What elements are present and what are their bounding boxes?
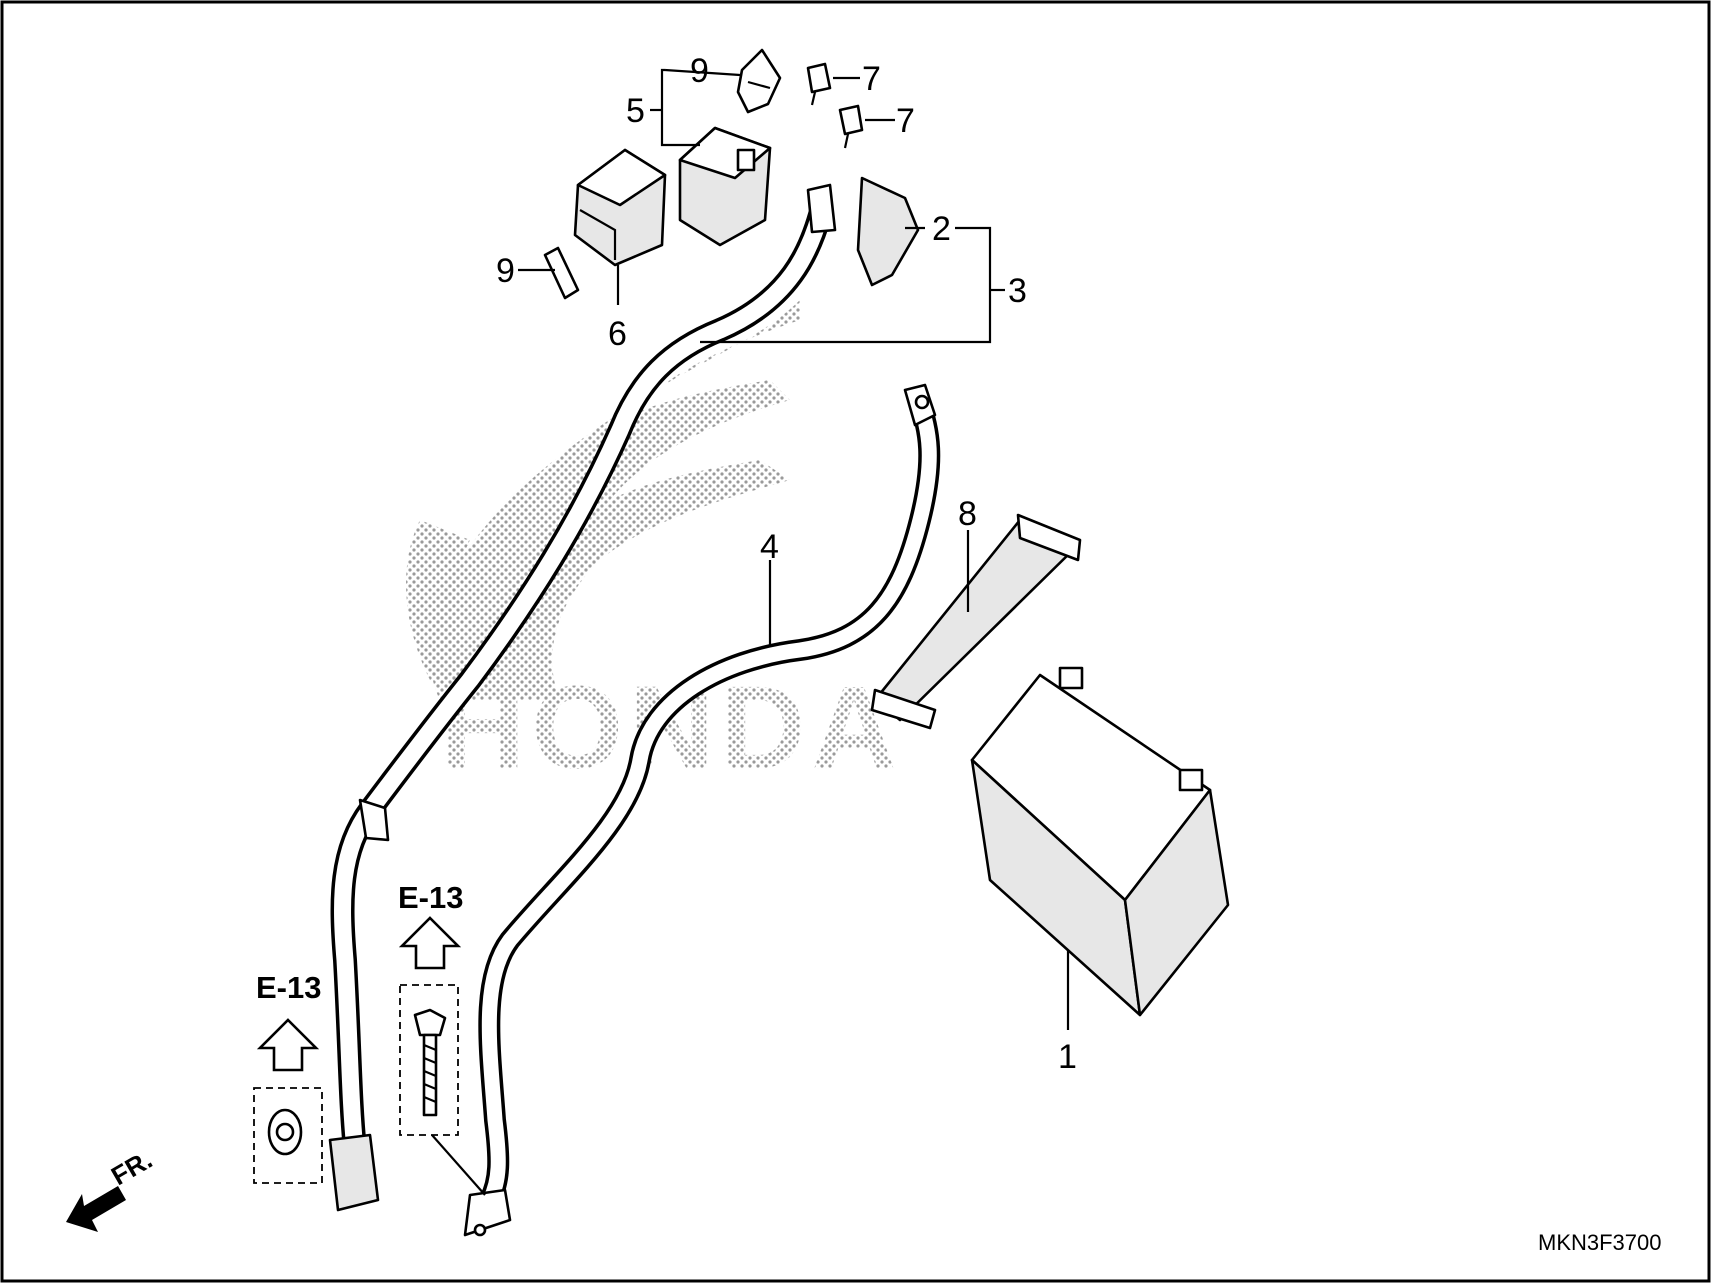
callout-1: 1 xyxy=(1058,1038,1077,1076)
battery-part-1 xyxy=(970,666,1230,1017)
battery-cable-part-4 xyxy=(463,383,941,1237)
fuse-part-7-b xyxy=(838,104,864,149)
callout-7b: 7 xyxy=(896,102,915,140)
battery-band-part-8 xyxy=(870,513,1082,730)
honda-watermark-text: HONDA xyxy=(440,662,903,794)
leader-lines xyxy=(431,68,1070,1196)
drawing-code: MKN3F3700 xyxy=(1538,1230,1662,1255)
fuse-part-9-left xyxy=(543,246,580,300)
callout-3: 3 xyxy=(1008,272,1027,310)
honda-wing-watermark xyxy=(406,300,800,700)
fuse-part-9-upper xyxy=(736,48,782,114)
relay-part-6 xyxy=(573,148,667,267)
reference-e13-left: E-13 xyxy=(253,970,323,1184)
front-indicator-label: FR. xyxy=(106,1144,157,1191)
callout-6: 6 xyxy=(608,315,627,353)
front-arrow-icon xyxy=(66,1186,126,1232)
terminal-cover-part-2 xyxy=(856,176,920,287)
starter-relay-part-5 xyxy=(678,126,772,247)
front-direction-indicator: FR. xyxy=(66,1144,157,1232)
callout-9a: 9 xyxy=(690,52,709,90)
callout-7a: 7 xyxy=(862,60,881,98)
reference-label-e13-left: E-13 xyxy=(256,970,321,1005)
up-arrow-icon xyxy=(256,1018,320,1072)
callout-9b: 9 xyxy=(496,252,515,290)
up-arrow-icon xyxy=(398,916,462,970)
callout-5: 5 xyxy=(626,92,645,130)
bolt-icon xyxy=(413,1008,447,1117)
reference-e13-center: E-13 xyxy=(398,880,463,1136)
fuse-part-7-a xyxy=(806,62,832,106)
callout-2: 2 xyxy=(932,210,951,248)
callout-4: 4 xyxy=(760,528,779,566)
starter-cable-part-3 xyxy=(328,183,837,1212)
callout-8: 8 xyxy=(958,495,977,533)
reference-label-e13-center: E-13 xyxy=(398,880,463,915)
